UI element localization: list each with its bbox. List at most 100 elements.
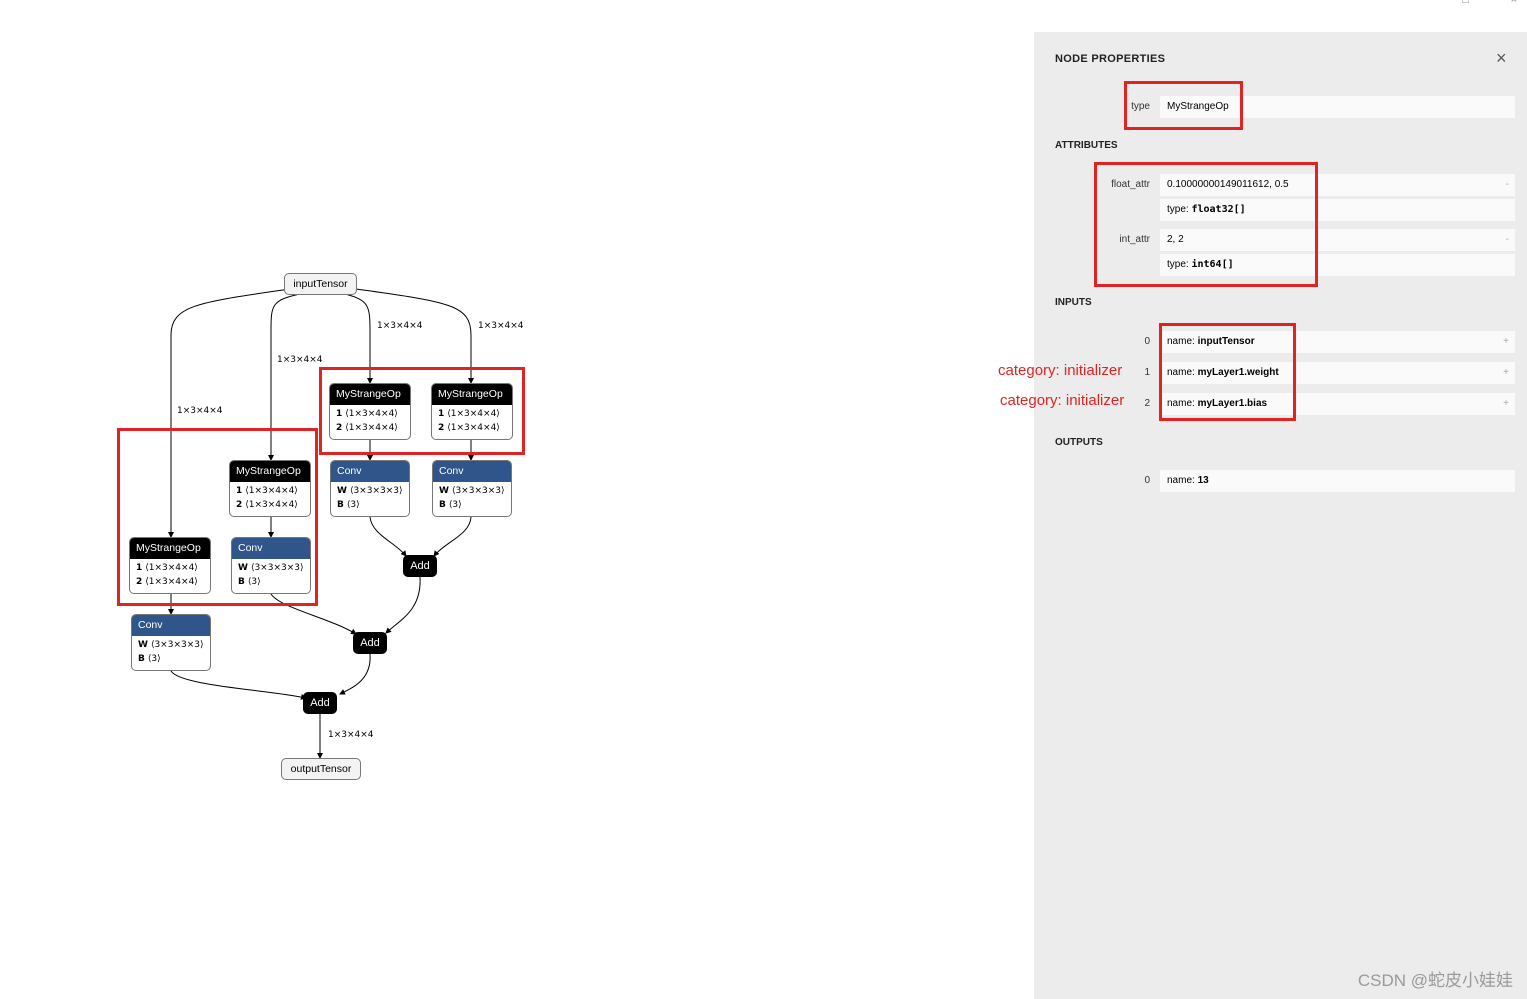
edge-label: 1×3×4×4 (177, 406, 223, 416)
input-shape: ⟨1×3×4×4⟩ (145, 563, 198, 573)
weight-label: W (439, 486, 449, 496)
output-name: 13 (1197, 475, 1209, 486)
input-index: 0 (1144, 336, 1150, 347)
edge-input-to-op4 (355, 288, 474, 384)
edge-add1-add2 (385, 576, 421, 634)
category-annotation: category: initializer (998, 362, 1123, 379)
input-index: 1 (438, 409, 445, 419)
input-name: inputTensor (1197, 336, 1255, 347)
input-index: 1 (1144, 367, 1150, 378)
edge-conv2-add2 (270, 593, 357, 635)
input-name: myLayer1.bias (1197, 398, 1268, 409)
conv-node[interactable]: Conv W⟨3×3×3×3⟩ B⟨3⟩ (231, 537, 311, 594)
input-index: 1 (336, 409, 343, 419)
expand-toggle[interactable]: + (1503, 367, 1509, 378)
type-prefix: type: (1167, 259, 1192, 270)
conv-node[interactable]: Conv W⟨3×3×3×3⟩ B⟨3⟩ (131, 614, 211, 671)
inputs-section-title: INPUTS (1055, 297, 1092, 308)
mystrangeop-node[interactable]: MyStrangeOp 1⟨1×3×4×4⟩ 2⟨1×3×4×4⟩ (329, 383, 411, 440)
input-shape: ⟨1×3×4×4⟩ (345, 423, 398, 433)
outputs-section-title: OUTPUTS (1055, 437, 1103, 448)
node-properties-sidebar: NODE PROPERTIES × type MyStrangeOp ATTRI… (1034, 32, 1527, 999)
restore-icon[interactable]: □ (1462, 0, 1469, 6)
bias-shape: ⟨3⟩ (448, 500, 462, 510)
attribute-name: int_attr (1119, 234, 1150, 245)
input-shape: ⟨1×3×4×4⟩ (447, 423, 500, 433)
category-annotation: category: initializer (1000, 392, 1125, 409)
window-controls: □ × (1437, 0, 1527, 8)
input-shape: ⟨1×3×4×4⟩ (447, 409, 500, 419)
input-shape: ⟨1×3×4×4⟩ (245, 500, 298, 510)
mystrangeop-node[interactable]: MyStrangeOp 1⟨1×3×4×4⟩ 2⟨1×3×4×4⟩ (431, 383, 513, 440)
attribute-type: int64[] (1191, 259, 1234, 270)
attribute-type-field: type: float32[] (1160, 199, 1515, 221)
attributes-section-title: ATTRIBUTES (1055, 140, 1118, 151)
close-window-icon[interactable]: × (1510, 0, 1517, 6)
input-index: 2 (438, 423, 445, 433)
type-prefix: type: (1167, 204, 1192, 215)
edge-input-to-op2 (268, 293, 301, 461)
node-title: Conv (433, 461, 511, 482)
attribute-value: 2, 2 (1167, 234, 1184, 245)
node-title: Conv (232, 538, 310, 559)
edge-conv4-add1 (433, 516, 472, 557)
edge-conv3-add1 (369, 516, 407, 557)
output-field[interactable]: name: 13 (1160, 470, 1515, 492)
bias-label: B (138, 654, 145, 664)
node-title: Conv (132, 615, 210, 636)
node-title: MyStrangeOp (130, 538, 210, 559)
input-index: 2 (136, 577, 143, 587)
input-field[interactable]: name: myLayer1.weight + (1160, 362, 1515, 384)
name-prefix: name: (1167, 398, 1198, 409)
edge-label: 1×3×4×4 (377, 321, 423, 331)
output-tensor-node[interactable]: outputTensor (281, 758, 361, 780)
input-shape: ⟨1×3×4×4⟩ (245, 486, 298, 496)
mystrangeop-node[interactable]: MyStrangeOp 1⟨1×3×4×4⟩ 2⟨1×3×4×4⟩ (229, 460, 311, 517)
input-index: 2 (336, 423, 343, 433)
weight-label: W (138, 640, 148, 650)
attribute-value-field[interactable]: 0.10000000149011612, 0.5 - (1160, 174, 1515, 196)
add-node[interactable]: Add (353, 632, 387, 654)
attribute-value: 0.10000000149011612, 0.5 (1167, 179, 1289, 190)
conv-node[interactable]: Conv W⟨3×3×3×3⟩ B⟨3⟩ (330, 460, 410, 517)
input-shape: ⟨1×3×4×4⟩ (145, 577, 198, 587)
edge-label: 1×3×4×4 (277, 355, 323, 365)
name-prefix: name: (1167, 336, 1198, 347)
output-index: 0 (1144, 475, 1150, 486)
sidebar-title: NODE PROPERTIES (1055, 53, 1166, 65)
weight-shape: ⟨3×3×3×3⟩ (349, 486, 403, 496)
node-title: MyStrangeOp (330, 384, 410, 405)
weight-shape: ⟨3×3×3×3⟩ (250, 563, 304, 573)
watermark: CSDN @蛇皮小娃娃 (1357, 971, 1513, 990)
bias-shape: ⟨3⟩ (147, 654, 161, 664)
collapse-toggle[interactable]: - (1505, 179, 1509, 190)
type-value: MyStrangeOp (1167, 101, 1229, 112)
input-field[interactable]: name: inputTensor + (1160, 331, 1515, 353)
type-value-field[interactable]: MyStrangeOp (1160, 96, 1515, 118)
graph-canvas[interactable]: 1×3×4×4 1×3×4×4 1×3×4×4 1×3×4×4 1×3×4×4 … (0, 0, 1034, 999)
attribute-type: float32[] (1191, 204, 1246, 215)
add-node[interactable]: Add (403, 555, 437, 577)
mystrangeop-node[interactable]: MyStrangeOp 1⟨1×3×4×4⟩ 2⟨1×3×4×4⟩ (129, 537, 211, 594)
close-icon[interactable]: × (1496, 48, 1507, 68)
expand-toggle[interactable]: + (1503, 336, 1509, 347)
input-tensor-node[interactable]: inputTensor (284, 273, 357, 295)
conv-node[interactable]: Conv W⟨3×3×3×3⟩ B⟨3⟩ (432, 460, 512, 517)
edge-label: 1×3×4×4 (478, 321, 524, 331)
attribute-type-field: type: int64[] (1160, 254, 1515, 276)
attribute-value-field[interactable]: 2, 2 - (1160, 229, 1515, 251)
bias-shape: ⟨3⟩ (346, 500, 360, 510)
edge-input-to-op3 (344, 293, 373, 384)
bias-label: B (238, 577, 245, 587)
input-index: 2 (236, 500, 243, 510)
name-prefix: name: (1167, 475, 1198, 486)
graph-edges (168, 288, 474, 759)
add-node[interactable]: Add (303, 692, 337, 714)
input-name: myLayer1.weight (1197, 367, 1279, 378)
expand-toggle[interactable]: + (1503, 398, 1509, 409)
edge-add2-add3 (339, 653, 371, 695)
input-field[interactable]: name: myLayer1.bias + (1160, 393, 1515, 415)
input-index: 2 (1144, 398, 1150, 409)
edge-label: 1×3×4×4 (328, 730, 374, 740)
collapse-toggle[interactable]: - (1505, 234, 1509, 245)
